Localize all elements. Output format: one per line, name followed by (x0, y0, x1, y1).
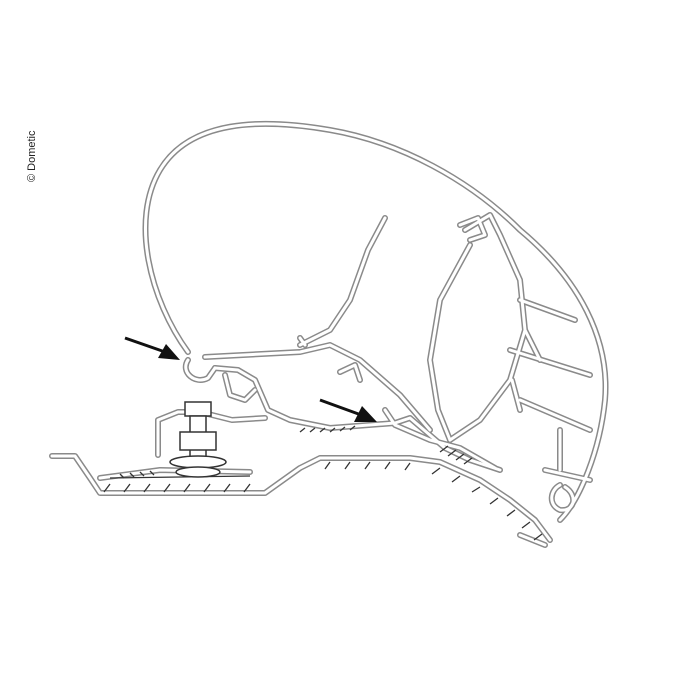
rubber-pad-icon (175, 466, 221, 478)
washer-icon (169, 455, 227, 469)
arrow-head-icon (158, 344, 180, 360)
bolt-assembly (169, 401, 227, 478)
arrow-shaft (319, 398, 365, 418)
arrow-head-icon (354, 406, 377, 422)
roof-hatching (103, 425, 543, 541)
arrow-to-adapter-clip (319, 398, 377, 422)
arrow-shaft (124, 336, 169, 355)
arrow-to-cassette-hook (124, 336, 180, 360)
nut-icon (179, 431, 217, 451)
cassette-profile-inner (50, 122, 608, 547)
bolt-head-icon (184, 401, 212, 417)
